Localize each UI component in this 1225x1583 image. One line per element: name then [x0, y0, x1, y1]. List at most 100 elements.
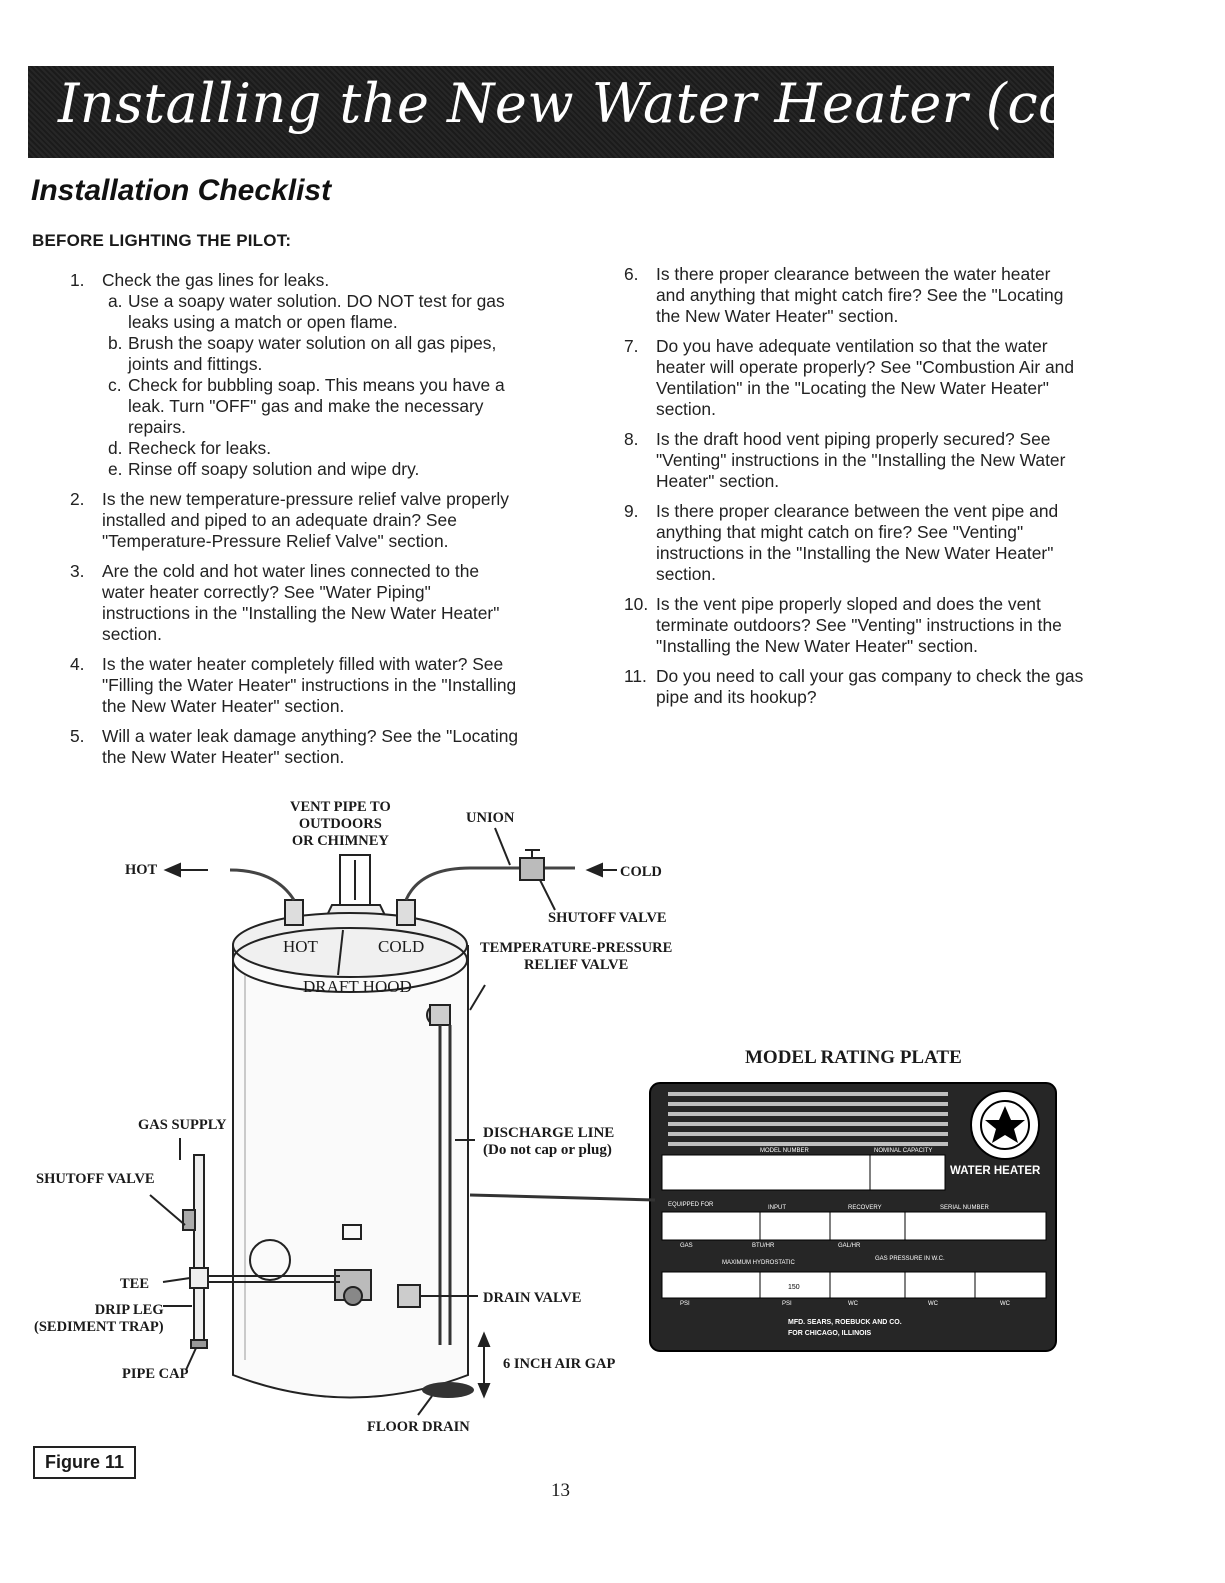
plate-psi-2: PSI — [782, 1301, 792, 1307]
plate-gal-hr: GAL/HR — [838, 1243, 861, 1249]
checklist-subitem: c. Check for bubbling soap. This means y… — [82, 375, 522, 438]
label-model-rating-plate: MODEL RATING PLATE — [745, 1047, 962, 1068]
label-air-gap: 6 INCH AIR GAP — [503, 1356, 616, 1372]
figure-caption: Figure 11 — [33, 1446, 137, 1479]
label-gas-supply: GAS SUPPLY — [138, 1117, 227, 1133]
air-gap-arrows — [477, 1331, 491, 1399]
plate-wc-1: WC — [848, 1301, 858, 1307]
label-floor-drain: FLOOR DRAIN — [367, 1419, 470, 1435]
plate-serial-number: SERIAL NUMBER — [940, 1205, 989, 1211]
subitem-letter: c. — [108, 375, 122, 395]
item-text: Is the vent pipe properly sloped and doe… — [656, 594, 1062, 656]
subitem-text: Recheck for leaks. — [128, 438, 272, 458]
hot-arrow — [163, 862, 208, 878]
floor-drain-shape — [422, 1382, 474, 1398]
label-shutoff-valve-top: SHUTOFF VALVE — [548, 910, 667, 926]
checklist-item: 5. Will a water leak damage anything? Se… — [70, 726, 522, 768]
plate-mfd-line2: FOR CHICAGO, ILLINOIS — [788, 1330, 872, 1337]
discharge-line-label: DISCHARGE LINE (Do not cap or plug) — [483, 1125, 615, 1158]
checklist-item: 2. Is the new temperature-pressure relie… — [70, 489, 522, 552]
checklist-subitem: e. Rinse off soapy solution and wipe dry… — [82, 459, 522, 480]
tp-pointer — [469, 984, 486, 1011]
plate-brand: WATER HEATER — [950, 1165, 1041, 1177]
plate-psi-value: 150 — [788, 1284, 800, 1291]
checklist-left-column: 1. Check the gas lines for leaks. a. Use… — [70, 270, 522, 777]
plate-model-number: MODEL NUMBER — [760, 1148, 809, 1154]
plate-wc-2: WC — [928, 1301, 938, 1307]
label-vent-pipe: VENT PIPE TO OUTDOORS OR CHIMNEY — [290, 799, 391, 850]
hot-nipple — [284, 899, 304, 926]
item-text: Check the gas lines for leaks. — [102, 270, 330, 290]
subitem-text: Use a soapy water solution. DO NOT test … — [128, 291, 505, 332]
label-tp-valve: TEMPERATURE-PRESSURE RELIEF VALVE — [480, 940, 672, 974]
cold-arrow — [585, 862, 617, 878]
subitem-letter: d. — [108, 438, 123, 458]
union-pointer — [494, 827, 511, 866]
item-number: 9. — [624, 501, 639, 521]
checklist-item: 6. Is there proper clearance between the… — [624, 264, 1084, 327]
label-tank-cold: COLD — [378, 937, 425, 956]
checklist-item: 3. Are the cold and hot water lines conn… — [70, 561, 522, 645]
item-text: Is the new temperature-pressure relief v… — [102, 489, 509, 551]
floor-drain-pointer — [417, 1395, 433, 1416]
page-number: 13 — [551, 1480, 570, 1501]
cold-nipple — [396, 899, 416, 926]
label-shutoff-valve-left: SHUTOFF VALVE — [36, 1171, 155, 1187]
item-number: 8. — [624, 429, 639, 449]
item-text: Are the cold and hot water lines connect… — [102, 561, 500, 644]
plate-nominal-capacity: NOMINAL CAPACITY — [874, 1148, 933, 1154]
item-number: 2. — [70, 489, 85, 509]
title-banner: Installing the New Water Heater (cont'd) — [28, 66, 1200, 158]
item-text: Is there proper clearance between the wa… — [656, 264, 1064, 326]
plate-mfd-line1: MFD. SEARS, ROEBUCK AND CO. — [788, 1319, 902, 1326]
subitem-text: Rinse off soapy solution and wipe dry. — [128, 459, 420, 479]
model-rating-plate — [649, 1082, 1057, 1352]
discharge-line — [438, 1025, 452, 1345]
gas-control-valve — [334, 1269, 372, 1306]
item-number: 6. — [624, 264, 639, 284]
checklist-subitem: d. Recheck for leaks. — [82, 438, 522, 459]
checklist-item: 8. Is the draft hood vent piping properl… — [624, 429, 1084, 492]
item-number: 10. — [624, 594, 649, 614]
label-drip-leg: DRIP LEG (SEDIMENT TRAP) — [34, 1302, 164, 1336]
checklist-subitem: b. Brush the soapy water solution on all… — [82, 333, 522, 375]
label-tank-hot: HOT — [283, 937, 318, 956]
section-title: Installation Checklist — [31, 174, 332, 207]
label-pipe-cap: PIPE CAP — [122, 1366, 189, 1382]
plate-btu-hr: BTU/HR — [752, 1243, 775, 1249]
plate-us-gal: US GAL — [888, 1184, 914, 1191]
label-hot: HOT — [125, 862, 158, 878]
tp-relief-valve — [426, 1004, 451, 1026]
left-pointers — [149, 1138, 197, 1371]
checklist-item: 4. Is the water heater completely filled… — [70, 654, 522, 717]
section-subhead: BEFORE LIGHTING THE PILOT: — [32, 231, 292, 250]
plate-equipped-for: EQUIPPED FOR — [668, 1202, 714, 1208]
label-union: UNION — [466, 810, 515, 826]
item-text: Do you have adequate ventilation so that… — [656, 336, 1074, 419]
draft-hood-pointer — [337, 929, 344, 976]
item-number: 5. — [70, 726, 85, 746]
item-text: Is the draft hood vent piping properly s… — [656, 429, 1066, 491]
flex-connectors — [229, 866, 575, 901]
subitem-text: Brush the soapy water solution on all ga… — [128, 333, 497, 374]
subitem-letter: a. — [108, 291, 123, 311]
plate-psi-1: PSI — [680, 1301, 690, 1307]
label-draft-hood: DRAFT HOOD — [303, 977, 412, 996]
checklist-subitem: a. Use a soapy water solution. DO NOT te… — [82, 291, 522, 333]
item-number: 7. — [624, 336, 639, 356]
plate-gas: GAS — [680, 1243, 693, 1249]
label-tee: TEE — [120, 1276, 150, 1292]
plate-gas-pressure: GAS PRESSURE IN W.C. — [875, 1256, 945, 1262]
label-cold: COLD — [620, 864, 662, 880]
vent-pipe-label: VENT PIPE TO OUTDOORS OR CHIMNEY — [290, 799, 391, 849]
burner-access-door — [249, 1224, 362, 1281]
checklist-item: 11. Do you need to call your gas company… — [624, 666, 1084, 708]
plate-input: INPUT — [768, 1205, 786, 1211]
checklist-item: 9. Is there proper clearance between the… — [624, 501, 1084, 585]
plate-hydrostatic: MAXIMUM HYDROSTATIC — [722, 1260, 795, 1266]
item-number: 3. — [70, 561, 85, 581]
tp-valve-label: TEMPERATURE-PRESSURE RELIEF VALVE — [480, 940, 673, 973]
checklist-right-column: 6. Is there proper clearance between the… — [624, 264, 1084, 717]
plate-recovery: RECOVERY — [848, 1205, 882, 1211]
